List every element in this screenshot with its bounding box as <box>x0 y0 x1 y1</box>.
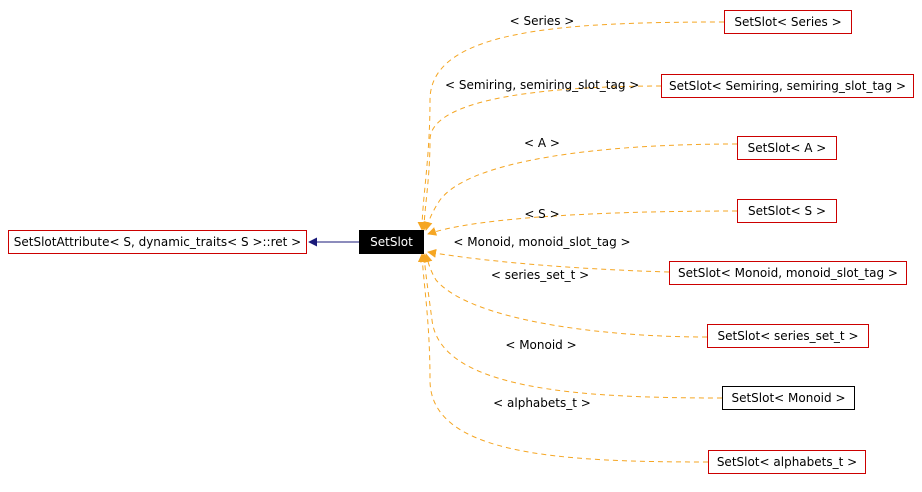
edge-label-monoid: < Monoid > <box>505 338 577 352</box>
edge-label-series-set: < series_set_t > <box>490 268 590 282</box>
edge-label-semiring: < Semiring, semiring_slot_tag > <box>445 78 640 92</box>
edge-label-series: < Series > <box>509 14 575 28</box>
edge-series <box>417 21 725 231</box>
node-setslot-monoid-tag[interactable]: SetSlot< Monoid, monoid_slot_tag > <box>669 261 907 285</box>
node-setslot-series-set[interactable]: SetSlot< series_set_t > <box>707 324 869 348</box>
edge-semiring <box>419 85 662 231</box>
node-setslot-a[interactable]: SetSlot< A > <box>737 136 837 160</box>
edge-label-monoid-tag: < Monoid, monoid_slot_tag > <box>453 235 631 249</box>
node-setslot-monoid[interactable]: SetSlot< Monoid > <box>722 386 855 410</box>
edge-alphabets <box>417 253 709 463</box>
edge-series-set <box>423 253 708 338</box>
edge-label-alphabets: < alphabets_t > <box>493 396 591 410</box>
edge-a <box>423 143 738 231</box>
node-setslot-alphabets[interactable]: SetSlot< alphabets_t > <box>708 450 866 474</box>
edge-label-a: < A > <box>524 136 560 150</box>
node-setslot-semiring[interactable]: SetSlot< Semiring, semiring_slot_tag > <box>661 74 914 98</box>
node-setslot-series[interactable]: SetSlot< Series > <box>724 10 852 34</box>
edge-label-s: < S > <box>524 207 560 221</box>
node-setslot-s[interactable]: SetSlot< S > <box>737 199 837 223</box>
node-base-setslotattribute[interactable]: SetSlotAttribute< S, dynamic_traits< S >… <box>8 230 307 254</box>
edge-monoid-tag <box>427 248 670 273</box>
edge-s <box>427 210 738 236</box>
node-current-setslot: SetSlot <box>359 230 424 254</box>
